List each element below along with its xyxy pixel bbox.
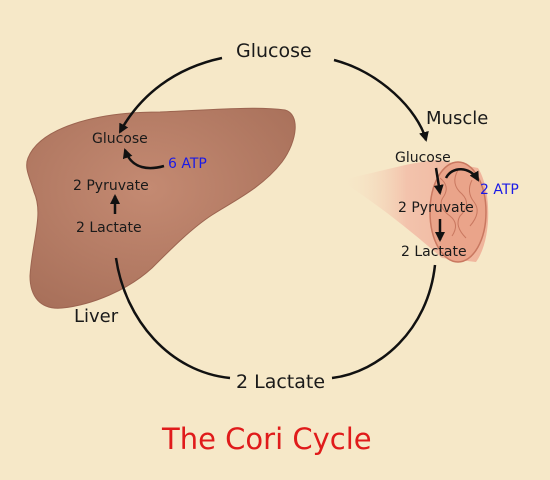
muscle-lactate-label: 2 Lactate [401, 244, 467, 260]
arc-bottom-right [331, 264, 437, 380]
muscle-glucose-label: Glucose [395, 150, 451, 166]
liver-glucose-label: Glucose [92, 131, 148, 147]
liver-atp-label: 6 ATP [168, 156, 207, 172]
arc-top-left [118, 56, 223, 134]
liver-label: Liver [74, 306, 119, 327]
diagram-title: The Cori Cycle [162, 422, 372, 456]
top-glucose-label: Glucose [236, 40, 312, 62]
arc-top-right [333, 58, 429, 142]
arc-bottom-left [114, 257, 231, 380]
muscle-atp-label: 2 ATP [480, 182, 519, 198]
muscle-pyruvate-label: 2 Pyruvate [398, 200, 474, 216]
liver-organ-shape [26, 107, 296, 309]
liver-pyruvate-to-glucose-arrow [122, 148, 165, 170]
liver-pyruvate-label: 2 Pyruvate [73, 178, 149, 194]
muscle-label: Muscle [426, 108, 489, 129]
liver-lactate-label: 2 Lactate [76, 220, 142, 236]
bottom-lactate-label: 2 Lactate [236, 371, 326, 393]
muscle-glucose-to-pyruvate-arrow [433, 167, 444, 195]
muscle-atp-arrow [444, 168, 480, 182]
